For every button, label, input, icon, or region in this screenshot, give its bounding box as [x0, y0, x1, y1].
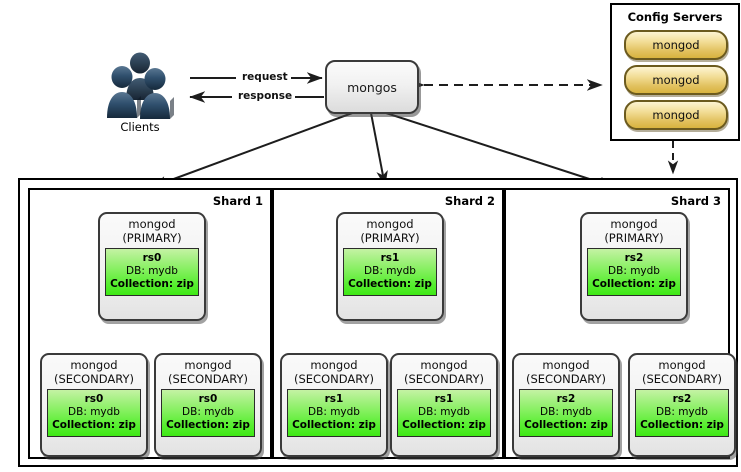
node-data: rs0 DB: mydb Collection: zip: [161, 389, 255, 437]
node-data: rs0 DB: mydb Collection: zip: [105, 248, 199, 296]
mongos-router-node[interactable]: mongos: [325, 60, 419, 114]
node-header: mongod (PRIMARY): [100, 214, 204, 245]
node-process: mongod: [184, 358, 232, 372]
config-server-label: mongod: [652, 38, 700, 52]
config-servers-group: Config Servers mongod mongod mongod: [610, 3, 740, 141]
node-process: mongod: [70, 358, 118, 372]
mongod-secondary-node[interactable]: mongod (SECONDARY) rs2 DB: mydb Collecti…: [628, 353, 736, 457]
collection-name: Collection: zip: [166, 419, 250, 431]
node-data: rs2 DB: mydb Collection: zip: [635, 389, 729, 437]
mongod-secondary-node[interactable]: mongod (SECONDARY) rs1 DB: mydb Collecti…: [280, 353, 388, 457]
node-data: rs1 DB: mydb Collection: zip: [397, 389, 491, 437]
node-process: mongod: [366, 217, 414, 231]
replica-set-name: rs2: [672, 393, 692, 405]
replica-set-name: rs2: [624, 252, 644, 264]
config-servers-title: Config Servers: [627, 10, 723, 24]
node-header: mongod (SECONDARY): [392, 355, 496, 386]
people-icon: [97, 48, 183, 134]
shards-container: Shard 1 mongod (PRIMARY) rs0 DB: mydb Co…: [18, 178, 738, 467]
node-process: mongod: [420, 358, 468, 372]
node-header: mongod (SECONDARY): [156, 355, 260, 386]
node-header: mongod (PRIMARY): [338, 214, 442, 245]
node-role: (SECONDARY): [403, 371, 485, 386]
config-server-node[interactable]: mongod: [624, 30, 728, 60]
node-data: rs1 DB: mydb Collection: zip: [287, 389, 381, 437]
database-name: DB: mydb: [308, 406, 360, 418]
config-server-node[interactable]: mongod: [624, 65, 728, 95]
arrow-mongos-shard-2: [370, 112, 388, 187]
replica-set-name: rs1: [434, 393, 454, 405]
collection-name: Collection: zip: [592, 278, 676, 290]
node-role: (PRIMARY): [604, 230, 664, 245]
node-role: (SECONDARY): [53, 371, 135, 386]
node-process: mongod: [542, 358, 590, 372]
node-process: mongod: [658, 358, 706, 372]
node-header: mongod (SECONDARY): [42, 355, 146, 386]
replica-set-name: rs0: [84, 393, 104, 405]
mongod-primary-node[interactable]: mongod (PRIMARY) rs0 DB: mydb Collection…: [98, 212, 206, 321]
replica-set-name: rs0: [142, 252, 162, 264]
mongod-primary-node[interactable]: mongod (PRIMARY) rs1 DB: mydb Collection…: [336, 212, 444, 321]
node-header: mongod (SECONDARY): [282, 355, 386, 386]
mongod-primary-node[interactable]: mongod (PRIMARY) rs2 DB: mydb Collection…: [580, 212, 688, 321]
node-role: (SECONDARY): [167, 371, 249, 386]
shard-group: Shard 3 mongod (PRIMARY) rs2 DB: mydb Co…: [504, 188, 736, 459]
response-label: response: [235, 90, 296, 102]
mongos-label: mongos: [347, 79, 397, 95]
node-role: (PRIMARY): [360, 230, 420, 245]
shard-group: Shard 1 mongod (PRIMARY) rs0 DB: mydb Co…: [28, 188, 272, 459]
node-process: mongod: [310, 358, 358, 372]
collection-name: Collection: zip: [110, 278, 194, 290]
replica-set-name: rs0: [198, 393, 218, 405]
node-role: (PRIMARY): [122, 230, 182, 245]
collection-name: Collection: zip: [640, 419, 724, 431]
replica-set-name: rs1: [324, 393, 344, 405]
node-role: (SECONDARY): [525, 371, 607, 386]
database-name: DB: mydb: [656, 406, 708, 418]
database-name: DB: mydb: [540, 406, 592, 418]
collection-name: Collection: zip: [52, 419, 136, 431]
clients-label: Clients: [120, 120, 160, 134]
mongod-secondary-node[interactable]: mongod (SECONDARY) rs1 DB: mydb Collecti…: [390, 353, 498, 457]
shard-label: Shard 2: [444, 194, 495, 208]
node-data: rs2 DB: mydb Collection: zip: [519, 389, 613, 437]
shard-group: Shard 2 mongod (PRIMARY) rs1 DB: mydb Co…: [272, 188, 504, 459]
node-process: mongod: [128, 217, 176, 231]
database-name: DB: mydb: [68, 406, 120, 418]
replica-set-name: rs2: [556, 393, 576, 405]
database-name: DB: mydb: [182, 406, 234, 418]
collection-name: Collection: zip: [402, 419, 486, 431]
node-data: rs0 DB: mydb Collection: zip: [47, 389, 141, 437]
collection-name: Collection: zip: [348, 278, 432, 290]
replica-set-name: rs1: [380, 252, 400, 264]
mongod-secondary-node[interactable]: mongod (SECONDARY) rs2 DB: mydb Collecti…: [512, 353, 620, 457]
node-role: (SECONDARY): [293, 371, 375, 386]
collection-name: Collection: zip: [292, 419, 376, 431]
database-name: DB: mydb: [126, 265, 178, 277]
shard-label: Shard 3: [670, 194, 721, 208]
node-data: rs1 DB: mydb Collection: zip: [343, 248, 437, 296]
node-process: mongod: [610, 217, 658, 231]
config-server-label: mongod: [652, 108, 700, 122]
database-name: DB: mydb: [608, 265, 660, 277]
arrow-mongos-shard-3: [382, 111, 615, 188]
request-label: request: [239, 71, 291, 83]
config-server-node[interactable]: mongod: [624, 100, 728, 130]
node-header: mongod (SECONDARY): [514, 355, 618, 386]
database-name: DB: mydb: [364, 265, 416, 277]
config-server-label: mongod: [652, 73, 700, 87]
node-role: (SECONDARY): [641, 371, 723, 386]
database-name: DB: mydb: [418, 406, 470, 418]
node-header: mongod (PRIMARY): [582, 214, 686, 245]
shard-label: Shard 1: [212, 194, 263, 208]
node-header: mongod (SECONDARY): [630, 355, 734, 386]
collection-name: Collection: zip: [524, 419, 608, 431]
mongod-secondary-node[interactable]: mongod (SECONDARY) rs0 DB: mydb Collecti…: [154, 353, 262, 457]
node-data: rs2 DB: mydb Collection: zip: [587, 248, 681, 296]
mongod-secondary-node[interactable]: mongod (SECONDARY) rs0 DB: mydb Collecti…: [40, 353, 148, 457]
